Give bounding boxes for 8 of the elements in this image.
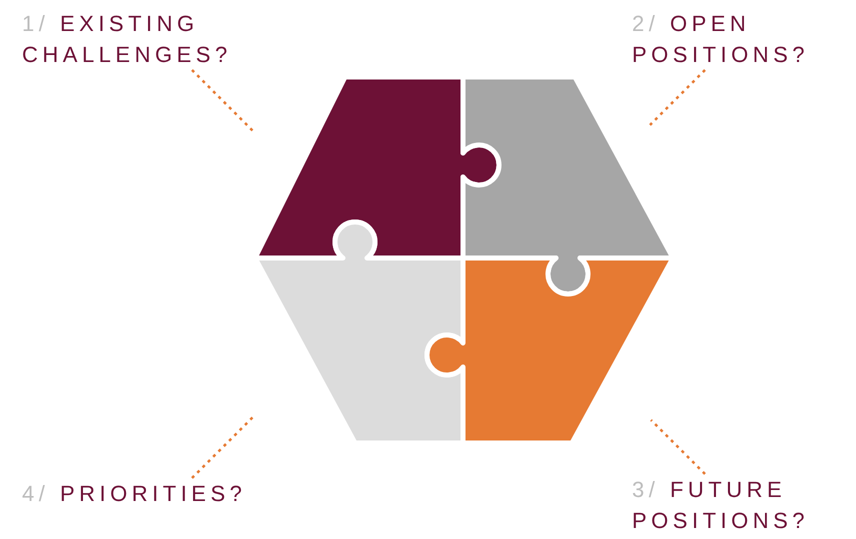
leader-line — [649, 69, 706, 126]
question-label: 2/ OPEN POSITIONS? — [632, 8, 847, 70]
leader-line — [191, 69, 256, 134]
leader-line — [191, 414, 256, 479]
question-label: 3/ FUTURE POSITIONS? — [632, 474, 847, 536]
question-label: 4/ PRIORITIES? — [22, 478, 322, 509]
leader-line — [650, 419, 706, 475]
question-label: 1/ EXISTING CHALLENGES? — [22, 8, 302, 70]
